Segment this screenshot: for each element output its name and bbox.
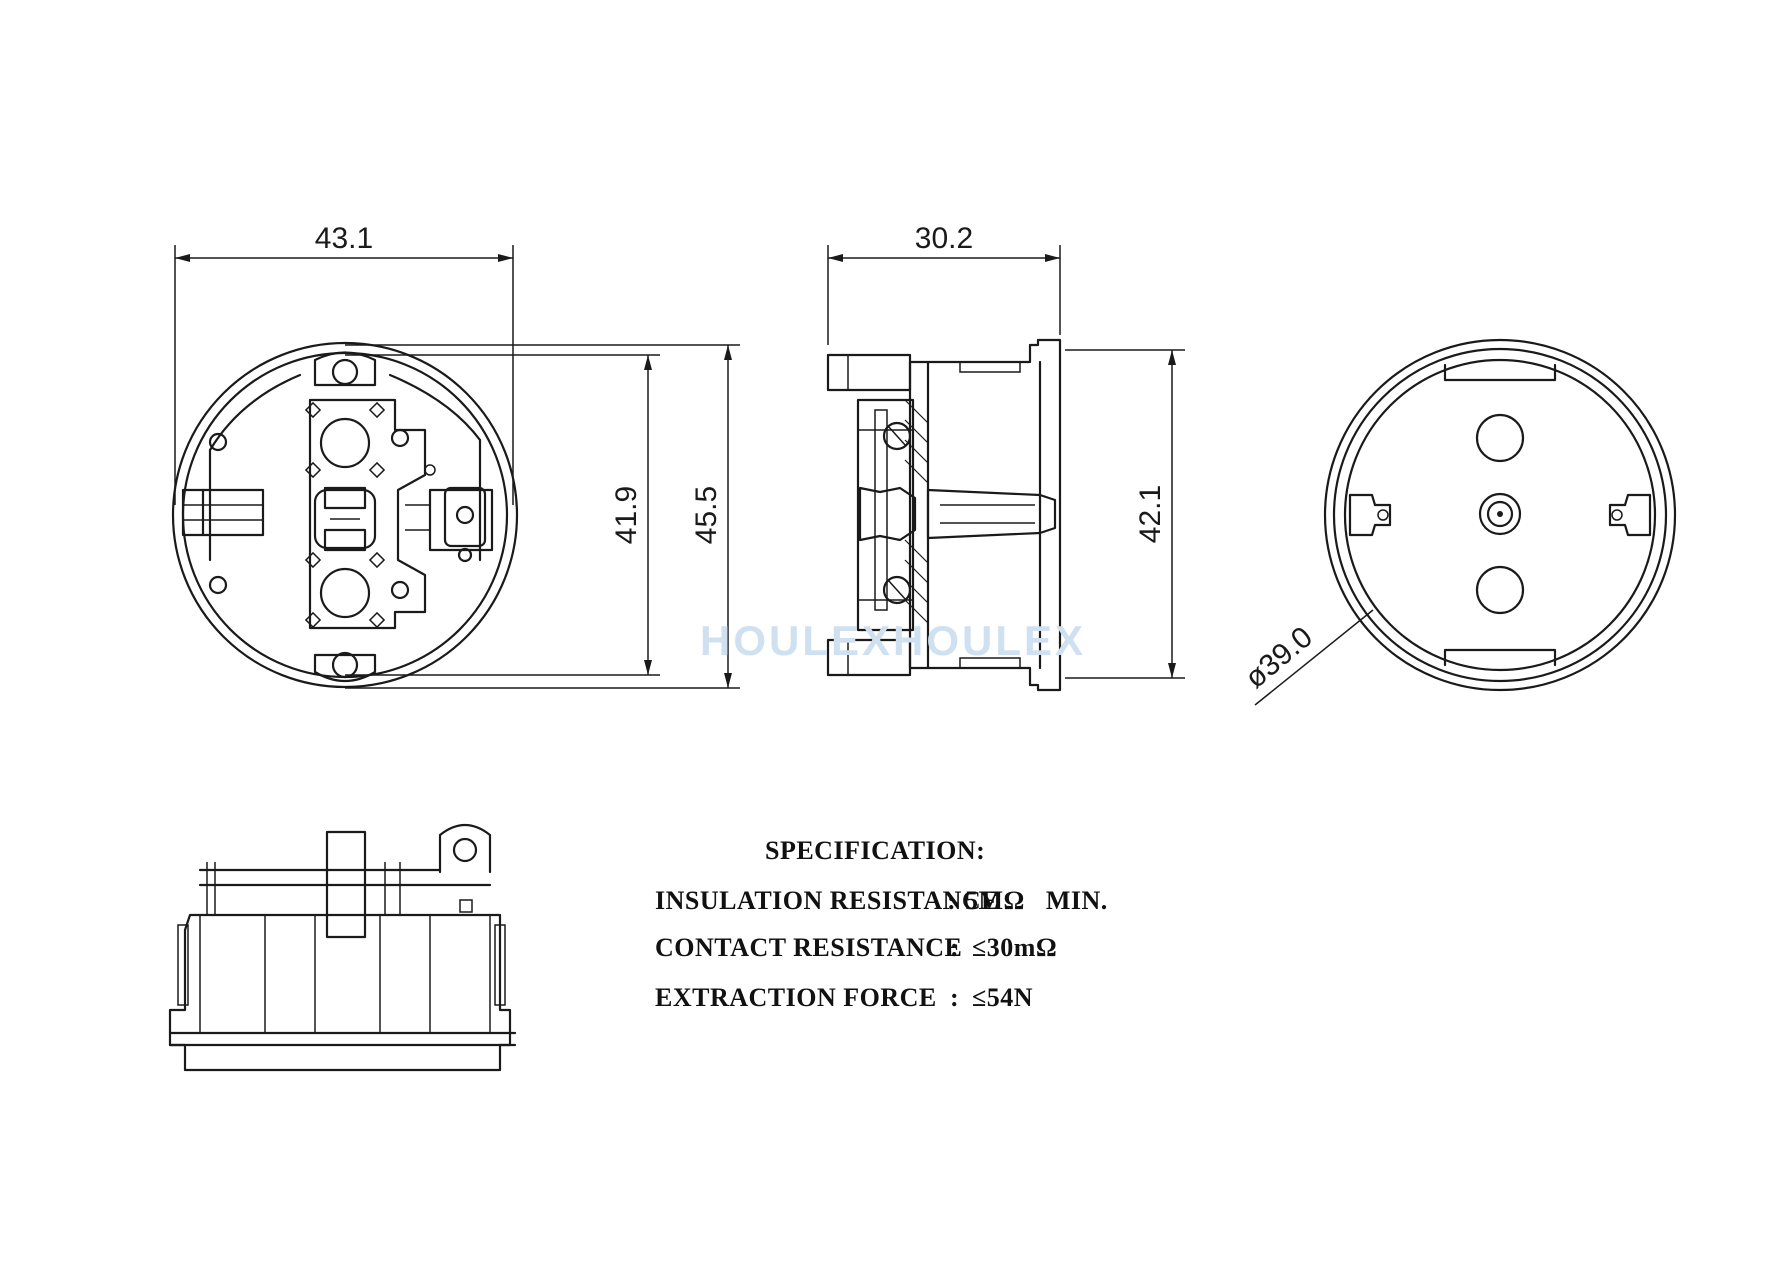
dim-face-diameter: ø39.0 xyxy=(1239,620,1319,695)
spec-row-insulation: INSULATION RESISTANCE:5MΩ MIN. xyxy=(655,888,1108,914)
hatch-section xyxy=(904,399,929,624)
bottom-view xyxy=(168,823,517,1072)
spec-row-contact: CONTACT RESISTANCE: ≤30mΩ xyxy=(655,935,1057,961)
dim-side-depth: 30.2 xyxy=(915,222,973,255)
side-view xyxy=(826,338,1062,692)
dim-front-width: 43.1 xyxy=(315,222,373,255)
front-view-dimensions: 43.1 41.9 45.5 xyxy=(174,222,740,689)
spec-label: INSULATION RESISTANCE xyxy=(655,886,1000,915)
dim-front-outer-height: 45.5 xyxy=(690,486,723,544)
spec-value: ≤54N xyxy=(972,983,1034,1012)
dim-side-height: 42.1 xyxy=(1134,485,1167,543)
face-view: ø39.0 xyxy=(1239,338,1677,706)
spec-value: 5MΩ MIN. xyxy=(965,886,1108,915)
front-view xyxy=(171,341,519,689)
spec-separator: : xyxy=(950,933,960,962)
dim-front-inner-height: 41.9 xyxy=(610,486,643,544)
spec-label: EXTRACTION FORCE xyxy=(655,983,937,1012)
watermark: HOULEXHOULEX xyxy=(700,617,1086,664)
spec-separator: : xyxy=(950,983,960,1012)
spec-separator: : xyxy=(947,886,957,915)
spec-value: ≤30mΩ xyxy=(972,933,1058,962)
spec-row-extraction: EXTRACTION FORCE: ≤54N xyxy=(655,985,1033,1011)
spec-label: CONTACT RESISTANCE xyxy=(655,933,963,962)
side-view-dimensions: 30.2 42.1 xyxy=(827,222,1185,679)
specification-title: SPECIFICATION: xyxy=(765,836,986,865)
